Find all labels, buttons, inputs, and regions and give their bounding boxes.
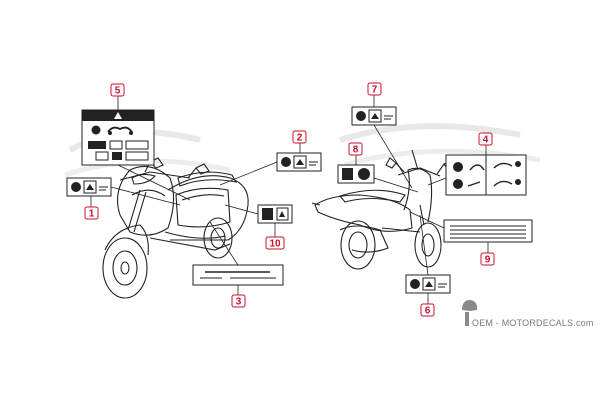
label-5-warning-panel bbox=[81, 109, 155, 166]
callout-1: 1 bbox=[84, 206, 99, 220]
label-4-panel bbox=[445, 154, 527, 196]
callout-9: 9 bbox=[480, 252, 495, 266]
svg-text:2: 2 bbox=[297, 133, 303, 144]
callout-3: 3 bbox=[231, 294, 246, 308]
callout-5: 5 bbox=[110, 83, 125, 97]
callout-8: 8 bbox=[348, 142, 363, 156]
svg-text:10: 10 bbox=[269, 239, 281, 250]
callout-6: 6 bbox=[420, 303, 435, 317]
label-9-plate bbox=[443, 219, 533, 243]
callout-10: 10 bbox=[265, 236, 285, 250]
watermark-text: OEM - MOTORDECALS.com bbox=[472, 318, 594, 328]
label-3-plate bbox=[192, 264, 284, 286]
scooter-left-front-view bbox=[102, 157, 249, 299]
svg-text:3: 3 bbox=[236, 297, 242, 308]
label-2-icon-strip bbox=[276, 152, 322, 172]
label-7-icon-strip bbox=[351, 106, 397, 126]
svg-text:7: 7 bbox=[372, 85, 378, 96]
label-1-icon-strip bbox=[66, 177, 112, 197]
leader-lines bbox=[90, 95, 489, 304]
rear-wheel bbox=[340, 220, 376, 270]
callout-4: 4 bbox=[478, 132, 493, 146]
front-wheel bbox=[102, 237, 148, 299]
svg-text:1: 1 bbox=[89, 209, 95, 220]
oem-motordecals-watermark: OEM - MOTORDECALS.com bbox=[462, 300, 594, 328]
svg-text:9: 9 bbox=[485, 255, 491, 266]
scooter-right-rear-view bbox=[311, 149, 456, 270]
svg-text:5: 5 bbox=[115, 86, 121, 97]
svg-text:4: 4 bbox=[483, 135, 489, 146]
label-8-icon-pair bbox=[337, 164, 375, 184]
svg-text:8: 8 bbox=[353, 145, 359, 156]
svg-text:6: 6 bbox=[425, 306, 431, 317]
callout-2: 2 bbox=[292, 130, 307, 144]
label-6-icon-strip bbox=[405, 274, 451, 294]
callout-7: 7 bbox=[367, 82, 382, 96]
helmet-logo-icon bbox=[462, 300, 478, 326]
label-10-icon-pair bbox=[257, 204, 293, 224]
front-wheel bbox=[414, 222, 442, 268]
